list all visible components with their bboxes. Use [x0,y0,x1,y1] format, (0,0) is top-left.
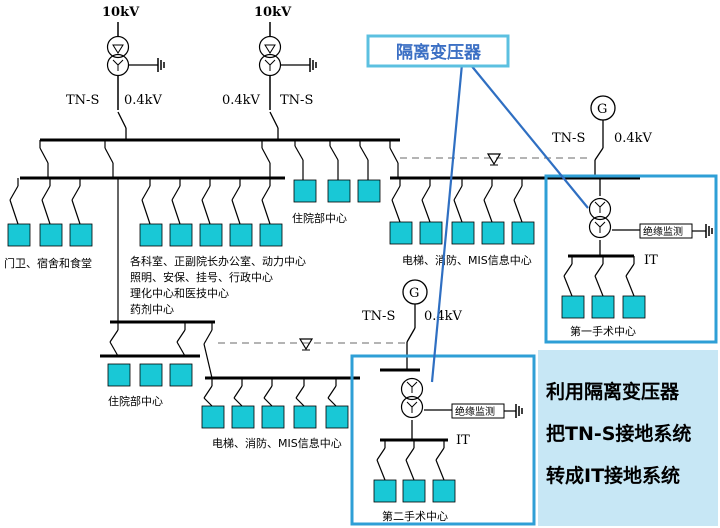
label-surgery-1: 第一手术中心 [570,324,636,338]
lower-bus [100,320,420,380]
transformer-1 [106,22,165,110]
transformer-2 [258,22,317,110]
note-line-2: 把TN-S接地系统 [546,422,691,445]
label-tns-4: TN-S [362,309,395,324]
load-group-inpatient-2 [107,363,193,387]
load-group-surgery-2 [373,440,456,503]
label-10kv-1: 10kV [102,5,140,20]
note-line-3: 转成IT接地系统 [546,464,680,487]
note-line-1: 利用隔离变压器 [546,380,680,403]
callout-title: 隔离变压器 [396,42,482,63]
label-monitor-2: 绝缘监测 [455,405,495,418]
label-10kv-2: 10kV [254,5,292,20]
label-dept-3: 理化中心和医技中心 [130,286,229,300]
label-04kv-2: 0.4kV [222,93,261,108]
label-inpatient-1: 住院部中心 [292,211,347,225]
label-it-1: IT [644,253,658,268]
label-04kv-1: 0.4kV [124,93,163,108]
svg-text:G: G [409,286,419,301]
frame-surgery-1 [544,174,718,344]
load-group-dept [139,178,283,247]
label-surgery-2: 第二手术中心 [382,509,448,523]
callout-pointers [430,63,589,383]
load-group-elevator-2 [201,378,349,429]
load-group-surgery-1 [561,256,646,319]
load-group-menwei [7,178,93,247]
label-dept-2: 照明、安保、挂号、行政中心 [130,270,273,284]
isolation-transformer-2 [380,377,523,442]
generator-1: G [590,95,616,178]
label-elevator-1: 电梯、消防、MIS信息中心 [402,253,532,267]
isolation-transformer-1 [568,178,713,258]
label-tns-2: TN-S [280,93,313,108]
label-elevator-2: 电梯、消防、MIS信息中心 [212,436,342,450]
label-menwei: 门卫、宿舍和食堂 [4,256,92,270]
load-group-elevator-1 [389,178,535,245]
callout-box [366,34,510,68]
label-it-2: IT [456,433,470,448]
load-group-inpatient-1 [293,179,381,203]
svg-text:G: G [597,102,607,117]
label-04kv-3: 0.4kV [614,131,653,146]
label-tns-1: TN-S [66,93,99,108]
label-04kv-4: 0.4kV [424,309,463,324]
label-tns-3: TN-S [552,131,585,146]
note-panel [538,350,718,526]
label-dept-1: 各科室、正副院长办公室、动力中心 [130,254,306,268]
upper-bus [20,138,640,180]
frame-surgery-2 [350,354,536,526]
label-inpatient-2: 住院部中心 [108,394,163,408]
label-monitor-1: 绝缘监测 [643,225,683,238]
label-dept-4: 药剂中心 [130,302,174,316]
